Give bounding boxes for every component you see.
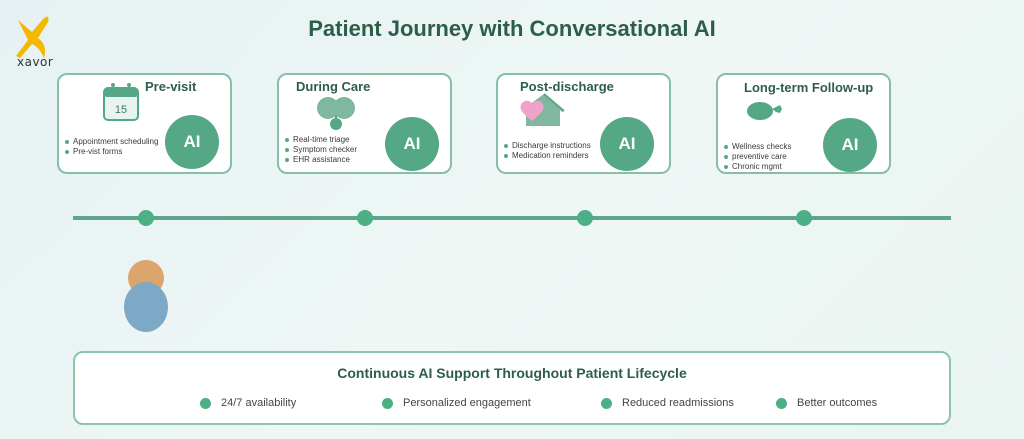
bullet-item: Appointment scheduling [65, 137, 158, 147]
bullet-item: Real-time triage [285, 135, 357, 145]
ai-badge: AI [385, 117, 439, 171]
brand-name: xavor [17, 55, 54, 69]
benefit-item: Better outcomes [776, 397, 877, 409]
benefit-item: Personalized engagement [382, 397, 531, 409]
timeline-node-during-care [357, 210, 373, 226]
ai-badge: AI [165, 115, 219, 169]
stage-bullets: Appointment scheduling Pre-vist forms [65, 137, 158, 157]
bullet-item: Chronic mgmt [724, 162, 791, 172]
bullet-dot-icon [601, 397, 612, 409]
bullet-item: Pre-vist forms [65, 147, 158, 157]
stage-title: Post-discharge [520, 79, 614, 94]
patient-body-icon [124, 282, 168, 332]
bullet-item: Discharge instructions [504, 141, 591, 151]
stage-card-long-term-follow-up: Long-term Follow-up Wellness checks prev… [716, 73, 891, 174]
home-heart-icon [520, 93, 565, 126]
stage-card-post-discharge: Post-discharge Discharge instructions Me… [496, 73, 671, 174]
benefit-item: 24/7 availability [200, 397, 296, 409]
calendar-icon: 15 [103, 83, 139, 121]
bullet-dot-icon [382, 397, 393, 409]
benefit-label: Better outcomes [797, 397, 878, 409]
page-title: Patient Journey with Conversational AI [308, 16, 716, 41]
summary-box: Continuous AI Support Throughout Patient… [73, 351, 951, 425]
stage-title: Pre-visit [145, 79, 197, 94]
timeline-node-pre-visit [138, 210, 154, 226]
xavor-logo-icon [16, 16, 49, 59]
stage-bullets: Wellness checks preventive care Chronic … [724, 142, 791, 172]
benefit-label: Personalized engagement [403, 397, 531, 409]
stage-title: Long-term Follow-up [744, 80, 874, 95]
benefit-label: Reduced readmissions [622, 397, 734, 409]
summary-title: Continuous AI Support Throughout Patient… [337, 365, 687, 381]
benefit-label: 24/7 availability [221, 397, 297, 409]
ai-badge: AI [823, 118, 877, 172]
bullet-item: Medication reminders [504, 151, 591, 161]
stage-title: During Care [296, 79, 371, 94]
stage-bullets: Discharge instructions Medication remind… [504, 141, 591, 161]
timeline-node-long-term [796, 210, 812, 226]
bullet-item: EHR assistance [285, 155, 357, 165]
bullet-item: Wellness checks [724, 142, 791, 152]
calendar-day: 15 [115, 104, 127, 116]
bullet-item: preventive care [724, 152, 791, 162]
stage-card-pre-visit: 15 Pre-visit Appointment scheduling Pre-… [57, 73, 232, 174]
bullet-dot-icon [200, 397, 211, 409]
stage-card-during-care: During Care Real-time triage Symptom che… [277, 73, 452, 174]
pill-balloon-icon [747, 102, 782, 120]
timeline-line [73, 216, 951, 220]
ai-badge: AI [600, 117, 654, 171]
stage-bullets: Real-time triage Symptom checker EHR ass… [285, 135, 357, 165]
stethoscope-icon [317, 97, 355, 130]
bullet-item: Symptom checker [285, 145, 357, 155]
timeline-node-post-discharge [577, 210, 593, 226]
bullet-dot-icon [776, 397, 787, 409]
benefit-item: Reduced readmissions [601, 397, 734, 409]
